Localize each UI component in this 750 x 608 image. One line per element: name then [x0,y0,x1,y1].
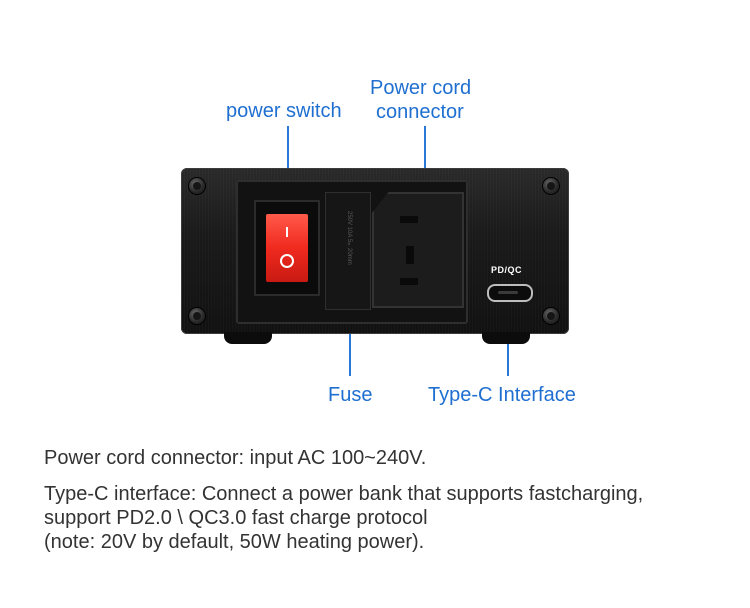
screw-icon [189,308,205,324]
power-switch[interactable] [254,200,320,296]
rubber-foot [224,332,272,344]
description-line-4: (note: 20V by default, 50W heating power… [44,531,425,553]
connector-pin [400,216,418,223]
usb-c-port[interactable] [487,284,533,302]
off-symbol-icon [280,254,294,268]
connector-pin [400,278,418,285]
port-label: PD/QC [491,265,523,275]
rocker-switch[interactable] [266,214,308,282]
description-line-2: Type-C interface: Connect a power bank t… [44,483,644,505]
connector-pin [406,246,414,264]
type-c-label: Type-C Interface [428,384,576,406]
screw-icon [543,308,559,324]
power-entry-module: 250V 10A 5×20mm [236,180,468,324]
description-line-3: support PD2.0 \ QC3.0 fast charge protoc… [44,507,428,529]
power-switch-label: power switch [226,100,342,122]
on-symbol-icon [286,227,288,237]
device-panel: 250V 10A 5×20mm PD/QC [181,168,569,334]
power-cord-connector[interactable] [372,192,464,308]
power-cord-label-line2: connector [376,101,464,123]
fuse-label: Fuse [328,384,373,406]
fuse-holder[interactable]: 250V 10A 5×20mm [325,192,371,310]
usb-c-tongue [498,291,518,294]
fuse-markings: 250V 10A 5×20mm [346,211,352,265]
power-cord-label-line1: Power cord [370,77,472,99]
screw-icon [189,178,205,194]
description-line-1: Power cord connector: input AC 100~240V. [44,447,427,469]
rubber-foot [482,332,530,344]
screw-icon [543,178,559,194]
